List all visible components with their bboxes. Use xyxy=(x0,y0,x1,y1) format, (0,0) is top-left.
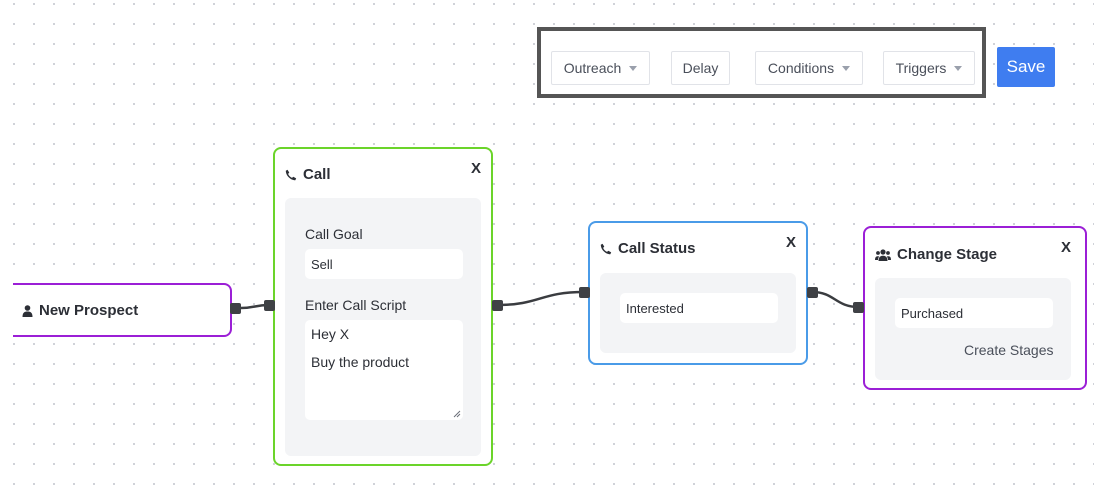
call-script-label: Enter Call Script xyxy=(305,297,407,313)
call-script-textarea[interactable]: Hey X Buy the product xyxy=(305,320,463,420)
create-stages-link[interactable]: Create Stages xyxy=(964,342,1054,358)
call-status-output-port[interactable] xyxy=(807,287,818,298)
call-goal-label: Call Goal xyxy=(305,226,363,242)
user-icon xyxy=(22,304,33,317)
close-call-node-button[interactable]: X xyxy=(471,160,482,177)
call-script-line: Buy the product xyxy=(311,354,410,370)
outreach-label: Outreach xyxy=(563,60,622,76)
call-node[interactable]: Call X Call Goal Sell Enter Call Script … xyxy=(273,147,493,466)
wire-status-to-stage xyxy=(811,290,860,309)
stage-value: Purchased xyxy=(901,305,964,321)
new-prospect-title: New Prospect xyxy=(39,302,139,319)
new-prospect-header: New Prospect xyxy=(22,302,138,319)
triggers-label: Triggers xyxy=(895,60,947,76)
call-title: Call xyxy=(303,166,331,183)
stage-field[interactable]: Purchased xyxy=(895,298,1053,328)
node-toolbar: Outreach Delay Conditions Triggers xyxy=(537,27,986,98)
save-button[interactable]: Save xyxy=(997,47,1055,87)
change-stage-title: Change Stage xyxy=(897,246,998,263)
call-output-port[interactable] xyxy=(492,300,503,311)
close-change-stage-node-button[interactable]: X xyxy=(1061,239,1072,256)
caret-down-icon xyxy=(629,65,638,71)
call-status-title: Call Status xyxy=(618,240,696,257)
change-stage-input-port[interactable] xyxy=(853,302,864,313)
outreach-dropdown[interactable]: Outreach xyxy=(551,51,650,85)
change-stage-panel: Purchased Create Stages xyxy=(875,278,1071,380)
call-input-port[interactable] xyxy=(264,300,275,311)
users-icon xyxy=(875,248,891,261)
change-stage-header: Change Stage xyxy=(875,246,997,263)
call-script-line: Hey X xyxy=(311,326,350,342)
resize-handle-icon[interactable] xyxy=(453,410,461,418)
triggers-dropdown[interactable]: Triggers xyxy=(883,51,975,85)
caret-down-icon xyxy=(842,65,851,71)
wire-call-to-status xyxy=(496,290,585,307)
change-stage-node[interactable]: Change Stage X Purchased Create Stages xyxy=(863,226,1087,390)
call-goal-field[interactable]: Sell xyxy=(305,249,463,279)
call-status-field[interactable]: Interested xyxy=(620,293,778,323)
delay-label: Delay xyxy=(682,60,719,76)
call-status-panel: Interested xyxy=(600,273,796,353)
new-prospect-node[interactable]: New Prospect xyxy=(13,283,232,337)
call-status-value: Interested xyxy=(626,300,684,316)
call-status-input-port[interactable] xyxy=(579,287,590,298)
conditions-dropdown[interactable]: Conditions xyxy=(755,51,863,85)
close-call-status-node-button[interactable]: X xyxy=(786,234,797,251)
call-header: Call xyxy=(285,166,331,183)
caret-down-icon xyxy=(954,65,963,71)
call-status-node[interactable]: Call Status X Interested xyxy=(588,221,808,365)
phone-icon xyxy=(600,243,612,254)
call-goal-value: Sell xyxy=(311,256,333,272)
phone-icon xyxy=(285,169,297,180)
conditions-label: Conditions xyxy=(767,60,835,76)
call-status-header: Call Status xyxy=(600,240,696,257)
call-settings-panel: Call Goal Sell Enter Call Script Hey X B… xyxy=(285,198,481,456)
delay-button[interactable]: Delay xyxy=(671,51,730,85)
new-prospect-output-port[interactable] xyxy=(230,303,241,314)
